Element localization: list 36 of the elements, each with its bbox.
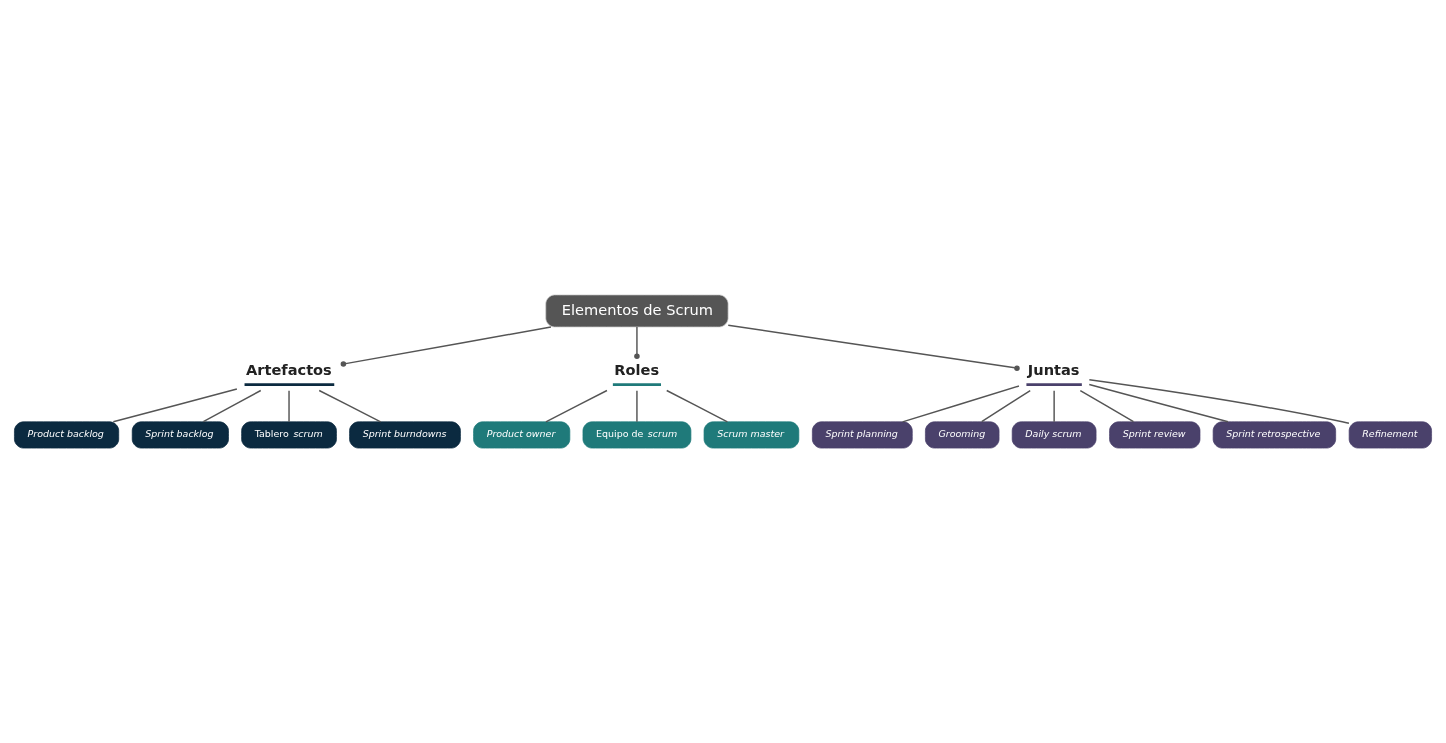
- node-box: Scrum master: [703, 421, 800, 449]
- node-label: Artefactos: [246, 361, 332, 379]
- node-box: [612, 383, 661, 387]
- node-box: Elementos de Scrum: [545, 294, 729, 328]
- node-box: Refinement: [1348, 421, 1432, 449]
- node-box: Sprint backlog: [131, 421, 229, 449]
- connector: [288, 389, 290, 423]
- connector: [1088, 379, 1350, 425]
- connector: [666, 389, 729, 423]
- connector: [202, 389, 262, 423]
- node-box: Product owner: [473, 421, 571, 449]
- connector: [980, 389, 1031, 423]
- connector: [318, 389, 382, 423]
- node-box: Equipo de scrum: [582, 421, 692, 449]
- connector: [545, 389, 608, 423]
- connector: [1079, 389, 1135, 423]
- node-box: Sprint burndowns: [349, 421, 461, 449]
- connector: [727, 324, 1020, 371]
- node-label: Juntas: [1027, 361, 1080, 379]
- connector: [112, 388, 238, 423]
- node-box: [1026, 383, 1082, 387]
- node-label: Roles: [614, 361, 660, 379]
- node-box: Sprint retrospective: [1212, 421, 1337, 449]
- connector: [1053, 389, 1055, 423]
- connector: [1088, 383, 1229, 423]
- connector: [340, 326, 552, 367]
- node-box: Sprint review: [1109, 421, 1201, 449]
- node-box: [244, 383, 335, 387]
- node-box: Daily scrum: [1011, 421, 1097, 449]
- node-box: Product backlog: [14, 421, 120, 449]
- connector: [636, 389, 638, 423]
- connector: [901, 385, 1020, 423]
- node-box: Tablero scrum: [241, 421, 337, 449]
- node-box: Grooming: [925, 421, 1000, 449]
- node-box: Sprint planning: [812, 421, 913, 449]
- connector: [634, 326, 640, 360]
